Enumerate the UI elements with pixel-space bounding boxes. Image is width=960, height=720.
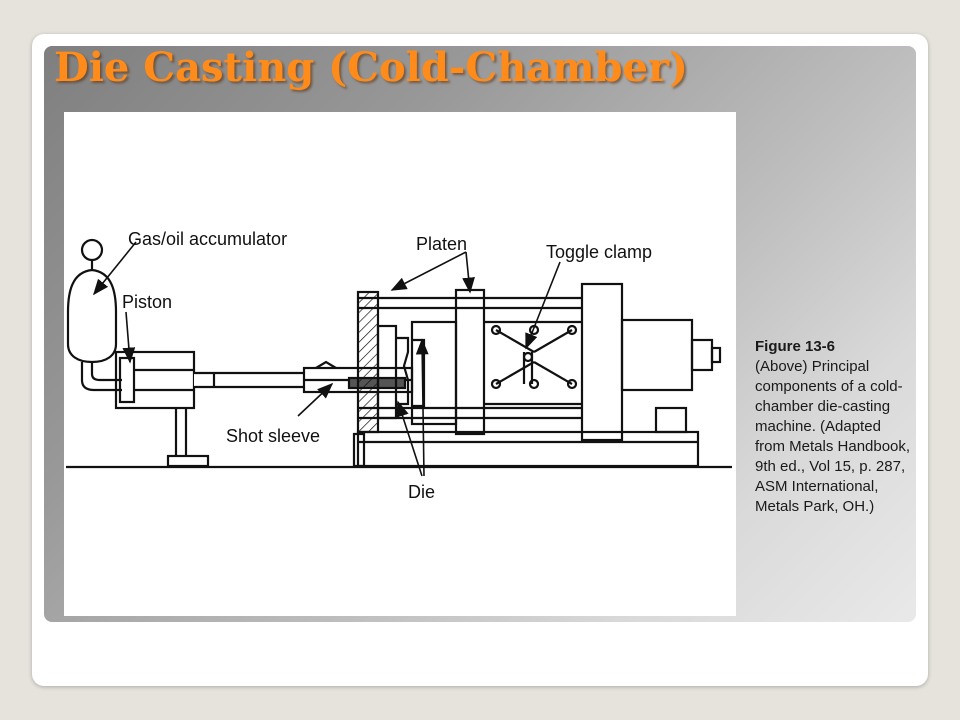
label-platen: Platen [416, 234, 467, 254]
label-shot-sleeve: Shot sleeve [226, 426, 320, 446]
tie-bars [358, 296, 582, 420]
leader-die-right [415, 338, 429, 477]
leader-piston [122, 311, 136, 364]
figure-caption: Figure 13-6 (Above) Principal components… [755, 337, 913, 517]
figure-number: Figure 13-6 [755, 338, 836, 355]
accumulator [66, 238, 122, 392]
piston-stand [166, 408, 210, 468]
machine-bed [352, 406, 700, 468]
diagram-figure: Gas/oil accumulator Piston Platen Toggle… [64, 112, 736, 616]
piston-cylinder [114, 350, 304, 410]
caption-text: (Above) Principal components of a cold-c… [755, 358, 911, 515]
toggle-linkage [484, 320, 582, 406]
label-die: Die [408, 482, 435, 502]
label-accumulator: Gas/oil accumulator [128, 229, 287, 249]
slide-title: Die Casting (Cold-Chamber) [54, 44, 688, 91]
leader-toggle-clamp [525, 261, 561, 350]
leader-platen-right [462, 251, 475, 294]
leader-die-left [396, 400, 423, 477]
label-piston: Piston [122, 292, 172, 312]
die-casting-diagram: Gas/oil accumulator Piston Platen Toggle… [66, 229, 732, 502]
leader-platen-left [390, 251, 467, 291]
rear-platen [580, 282, 624, 442]
platen [454, 288, 486, 436]
label-toggle-clamp: Toggle clamp [546, 242, 652, 262]
leader-accumulator [92, 241, 137, 296]
clamp-cylinder [620, 318, 722, 392]
leader-shot-sleeve [297, 382, 334, 417]
